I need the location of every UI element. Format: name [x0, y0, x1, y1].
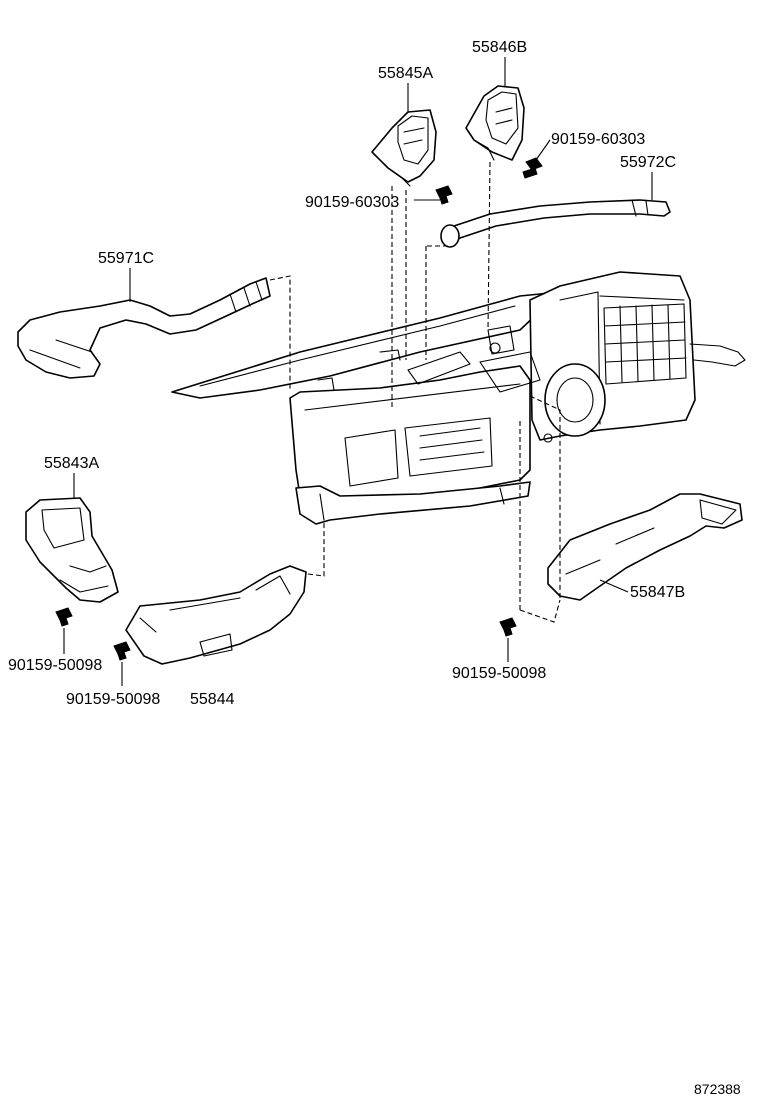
label-90159-60303-lower: 90159-60303	[305, 194, 399, 211]
label-90159-60303-upper: 90159-60303	[551, 131, 645, 148]
screw-90159-50098-mid	[113, 641, 131, 661]
duct-55844	[125, 565, 307, 665]
label-55847B: 55847B	[630, 584, 685, 601]
label-55843A: 55843A	[44, 455, 99, 472]
vent-55846B	[465, 85, 525, 161]
label-55846B: 55846B	[472, 39, 527, 56]
label-55972C: 55972C	[620, 154, 676, 171]
hose-55971C	[17, 277, 271, 379]
duct-55847B	[547, 493, 743, 601]
screw-90159-60303-lower	[435, 185, 453, 205]
screw-90159-60303-upper	[522, 157, 543, 179]
vent-55845A	[371, 109, 437, 187]
label-90159-50098-left: 90159-50098	[8, 657, 102, 674]
duct-55843A	[25, 497, 119, 603]
diagram-number: 872388	[694, 1081, 741, 1097]
label-55971C: 55971C	[98, 250, 154, 267]
hose-55972C	[440, 199, 671, 248]
screw-90159-50098-right	[499, 617, 517, 637]
label-55844: 55844	[190, 691, 235, 708]
label-90159-50098-right: 90159-50098	[452, 665, 546, 682]
heater-unit-assembly	[171, 271, 746, 525]
label-55845A: 55845A	[378, 65, 433, 82]
label-90159-50098-mid: 90159-50098	[66, 691, 160, 708]
screw-90159-50098-left	[55, 607, 73, 627]
assembly-lines	[269, 161, 561, 623]
